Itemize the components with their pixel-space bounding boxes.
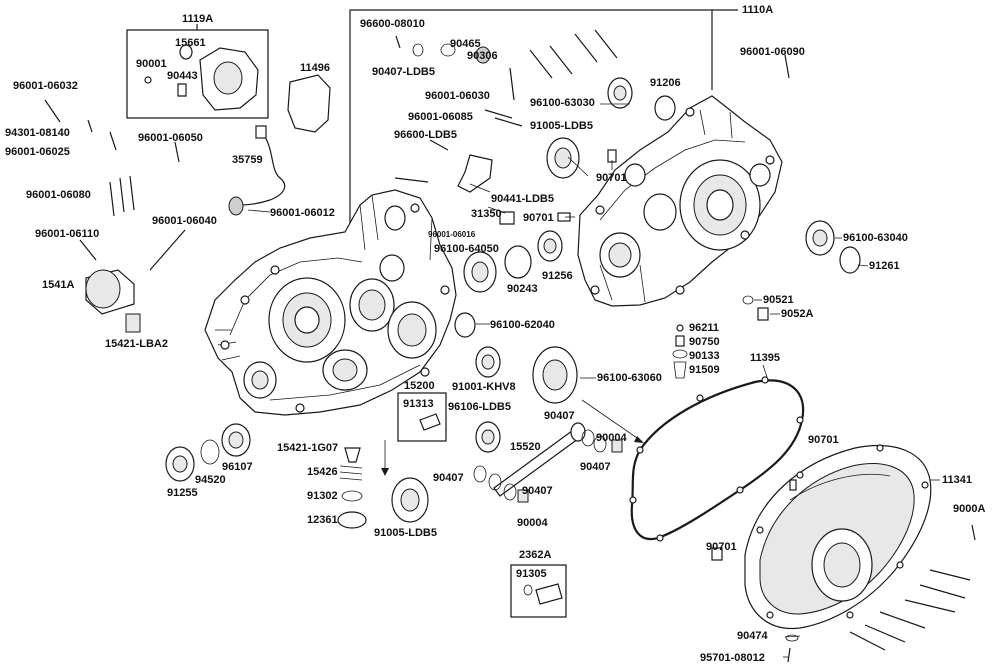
label-96001-06030[interactable]: 96001-06030 — [425, 90, 490, 102]
label-95701-08012[interactable]: 95701-08012 — [700, 652, 765, 664]
label-90701-c[interactable]: 90701 — [808, 434, 839, 446]
label-9052a[interactable]: 9052A — [781, 308, 814, 320]
label-90474[interactable]: 90474 — [737, 630, 768, 642]
left-crankcase — [204, 189, 457, 416]
label-90407-ldb5-a[interactable]: 90407-LDB5 — [372, 66, 435, 78]
label-96001-06025[interactable]: 96001-06025 — [5, 146, 70, 158]
label-96001-06032[interactable]: 96001-06032 — [13, 80, 78, 92]
label-90004-a[interactable]: 90004 — [596, 432, 627, 444]
label-1119a[interactable]: 1119A — [182, 13, 214, 25]
label-90004-b[interactable]: 90004 — [517, 517, 548, 529]
label-96600-ldb5[interactable]: 96600-LDB5 — [394, 129, 457, 141]
label-15421-1g07[interactable]: 15421-1G07 — [277, 442, 339, 454]
box-1119a — [126, 24, 269, 119]
label-91255[interactable]: 91255 — [167, 487, 198, 499]
label-90306[interactable]: 90306 — [467, 50, 498, 62]
label-90407-b[interactable]: 90407 — [433, 472, 464, 484]
label-91256[interactable]: 91256 — [542, 270, 573, 282]
oil-filter-1541a — [85, 269, 141, 333]
label-15200[interactable]: 15200 — [404, 380, 435, 392]
gasket-11496 — [287, 74, 331, 133]
inner-box-parts — [419, 413, 563, 605]
label-96001-06110[interactable]: 96001-06110 — [35, 228, 100, 240]
label-94301-08140[interactable]: 94301-08140 — [5, 127, 70, 139]
label-96100-63030[interactable]: 96100-63030 — [530, 97, 595, 109]
bolts-top — [394, 29, 790, 225]
label-90701-a[interactable]: 90701 — [596, 172, 627, 184]
label-90407-d[interactable]: 90407 — [580, 461, 611, 473]
label-91005-ldb5-a[interactable]: 91005-LDB5 — [530, 120, 593, 132]
label-12361[interactable]: 12361 — [307, 514, 338, 526]
cover-1119a-parts — [144, 44, 259, 111]
label-90701-b[interactable]: 90701 — [523, 212, 554, 224]
label-9000a[interactable]: 9000A — [953, 503, 986, 515]
box-2362a — [510, 564, 567, 618]
label-90441-ldb5[interactable]: 90441-LDB5 — [491, 193, 554, 205]
label-90001[interactable]: 90001 — [136, 58, 167, 70]
label-2362a[interactable]: 2362A — [519, 549, 552, 561]
label-15661[interactable]: 15661 — [175, 37, 206, 49]
label-96600-08010[interactable]: 96600-08010 — [360, 18, 425, 30]
label-96100-63040[interactable]: 96100-63040 — [843, 232, 908, 244]
label-94520[interactable]: 94520 — [195, 474, 226, 486]
box-15200 — [397, 392, 447, 442]
label-96100-64050[interactable]: 96100-64050 — [434, 243, 499, 255]
leader-lines — [247, 103, 940, 658]
label-31350[interactable]: 31350 — [471, 208, 502, 220]
label-96100-62040[interactable]: 96100-62040 — [490, 319, 555, 331]
label-35759[interactable]: 35759 — [232, 154, 263, 166]
label-1541a[interactable]: 1541A — [42, 279, 75, 291]
bearings-left-bottom — [165, 423, 251, 482]
label-90750[interactable]: 90750 — [689, 336, 720, 348]
cvt-cover-11341 — [744, 444, 932, 630]
label-90407-e[interactable]: 90407 — [522, 485, 553, 497]
label-96100-63060[interactable]: 96100-63060 — [597, 372, 662, 384]
bearings-center — [391, 77, 861, 523]
label-90701-d[interactable]: 90701 — [706, 541, 737, 553]
label-96001-06085[interactable]: 96001-06085 — [408, 111, 473, 123]
label-96001-06080[interactable]: 96001-06080 — [26, 189, 91, 201]
label-96001-06012[interactable]: 96001-06012 — [270, 207, 335, 219]
gasket-11395 — [629, 376, 805, 542]
label-96001-06050[interactable]: 96001-06050 — [138, 132, 203, 144]
right-crankcase — [577, 95, 783, 307]
label-91206[interactable]: 91206 — [650, 77, 681, 89]
label-90443[interactable]: 90443 — [167, 70, 198, 82]
label-90407-c[interactable]: 90407 — [544, 410, 575, 422]
label-96001-06016[interactable]: 96001-06016 — [428, 230, 476, 239]
label-91509[interactable]: 91509 — [689, 364, 720, 376]
label-11496[interactable]: 11496 — [300, 62, 330, 74]
label-90465[interactable]: 90465 — [450, 38, 481, 50]
cover-bolts — [849, 524, 976, 651]
label-96211[interactable]: 96211 — [689, 322, 719, 334]
label-91001-khv8[interactable]: 91001-KHV8 — [452, 381, 516, 393]
label-96107[interactable]: 96107 — [222, 461, 253, 473]
label-15520[interactable]: 15520 — [510, 441, 541, 453]
shaft-15520 — [473, 422, 623, 503]
label-91261[interactable]: 91261 — [869, 260, 900, 272]
label-91305[interactable]: 91305 — [516, 568, 547, 580]
small-right-parts — [557, 149, 799, 663]
label-90133[interactable]: 90133 — [689, 350, 720, 362]
label-11341[interactable]: 11341 — [942, 474, 972, 486]
label-15421-lba2[interactable]: 15421-LBA2 — [105, 338, 168, 350]
bolts-left — [44, 99, 186, 271]
label-1110a[interactable]: 1110A — [742, 4, 774, 16]
strainer-parts — [337, 440, 389, 529]
label-96001-06040[interactable]: 96001-06040 — [152, 215, 217, 227]
label-11395[interactable]: 11395 — [750, 352, 780, 364]
label-91302[interactable]: 91302 — [307, 490, 338, 502]
label-90521[interactable]: 90521 — [763, 294, 794, 306]
label-96001-06090[interactable]: 96001-06090 — [740, 46, 805, 58]
label-91005-ldb5-b[interactable]: 91005-LDB5 — [374, 527, 437, 539]
label-90243[interactable]: 90243 — [507, 283, 538, 295]
label-15426[interactable]: 15426 — [307, 466, 338, 478]
label-96106-ldb5[interactable]: 96106-LDB5 — [448, 401, 511, 413]
sensor-35759 — [228, 125, 286, 216]
label-91313[interactable]: 91313 — [403, 398, 434, 410]
bracket-1110a — [349, 9, 738, 252]
